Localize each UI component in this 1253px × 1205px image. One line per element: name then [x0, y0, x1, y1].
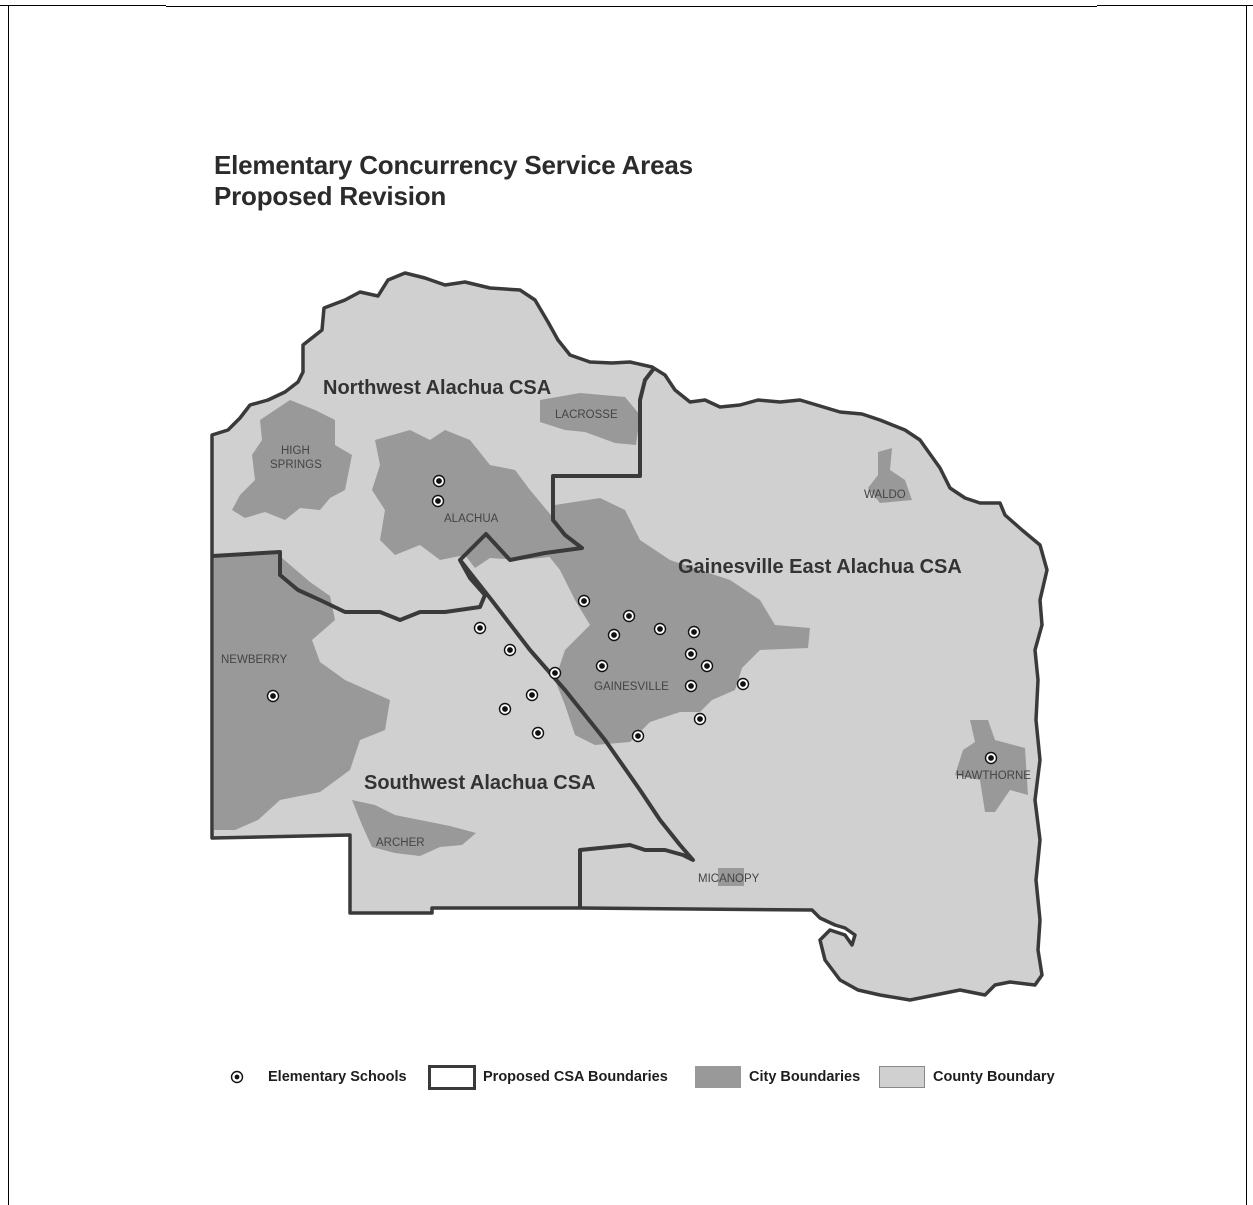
city-area-waldo: [868, 448, 912, 503]
csa-label-northwest: Northwest Alachua CSA: [323, 377, 551, 399]
legend-label-city-boundaries: City Boundaries: [749, 1069, 861, 1085]
legend-label-schools: Elementary Schools: [268, 1069, 407, 1085]
legend-item-schools: Elementary Schools: [225, 1062, 407, 1092]
school-point: [684, 647, 698, 661]
csa-boundary-swatch-icon: [428, 1064, 476, 1090]
school-point: [531, 726, 545, 740]
city-label-high-springs-line1: HIGH: [281, 445, 310, 457]
city-label-alachua: ALACHUA: [444, 513, 499, 525]
school-point: [653, 622, 667, 636]
school-point: [473, 621, 487, 635]
city-area-lacrosse: [540, 393, 640, 445]
school-point: [266, 689, 280, 703]
school-point: [607, 628, 621, 642]
frame-border-top-left: [0, 5, 166, 6]
county-boundary-swatch-icon: [879, 1066, 925, 1088]
csa-boundary-nw-east: [211, 365, 657, 622]
csa-boundaries: [211, 365, 695, 908]
school-point: [498, 702, 512, 716]
frame-border-left: [8, 6, 9, 1205]
school-point: [693, 712, 707, 726]
city-area-newberry: [214, 552, 390, 830]
legend-item-city-boundaries: City Boundaries: [695, 1062, 860, 1092]
school-point: [548, 666, 562, 680]
school-point: [577, 594, 591, 608]
school-point: [687, 625, 701, 639]
city-label-waldo: WALDO: [864, 489, 906, 501]
school-point: [700, 659, 714, 673]
csa-label-gainesville-east: Gainesville East Alachua CSA: [678, 556, 962, 578]
city-area-gainesville: [540, 498, 810, 745]
school-point: [595, 659, 609, 673]
city-area-high-springs: [232, 400, 352, 520]
city-label-archer: ARCHER: [376, 837, 425, 849]
city-label-gainesville: GAINESVILLE: [594, 681, 669, 693]
school-symbol-icon: [230, 1070, 244, 1084]
school-point: [736, 677, 750, 691]
city-area-micanopy: [718, 868, 744, 886]
legend-item-county-boundary: County Boundary: [879, 1062, 1055, 1092]
frame-border-top: [166, 6, 1097, 7]
city-boundaries: [214, 393, 1028, 886]
city-label-lacrosse: LACROSSE: [555, 409, 618, 421]
school-point: [503, 643, 517, 657]
city-label-hawthorne: HAWTHORNE: [956, 770, 1031, 782]
school-point: [525, 688, 539, 702]
city-area-hawthorne: [955, 720, 1028, 812]
school-point: [984, 751, 998, 765]
city-label-high-springs-line2: SPRINGS: [270, 459, 322, 471]
map-title: Elementary Concurrency Service Areas Pro…: [214, 150, 693, 212]
school-point: [432, 474, 446, 488]
city-area-alachua: [372, 430, 580, 568]
csa-boundary-sw-diagonal: [458, 558, 695, 908]
school-point: [431, 494, 445, 508]
map-title-line1: Elementary Concurrency Service Areas: [214, 150, 693, 180]
school-point: [631, 729, 645, 743]
legend-item-csa-boundaries: Proposed CSA Boundaries: [428, 1062, 668, 1092]
csa-label-southwest: Southwest Alachua CSA: [364, 772, 596, 794]
frame-border-top-right: [1097, 5, 1253, 6]
legend-label-csa-boundaries: Proposed CSA Boundaries: [483, 1069, 668, 1085]
city-area-archer: [352, 800, 476, 856]
city-boundary-swatch-icon: [695, 1066, 741, 1088]
school-points: [266, 474, 998, 765]
school-point: [684, 679, 698, 693]
map-title-line2: Proposed Revision: [214, 181, 447, 211]
city-label-micanopy: MICANOPY: [698, 873, 760, 885]
school-point: [622, 609, 636, 623]
legend-label-county-boundary: County Boundary: [933, 1069, 1055, 1085]
city-label-newberry: NEWBERRY: [221, 654, 288, 666]
frame-border-right: [1246, 6, 1247, 1205]
